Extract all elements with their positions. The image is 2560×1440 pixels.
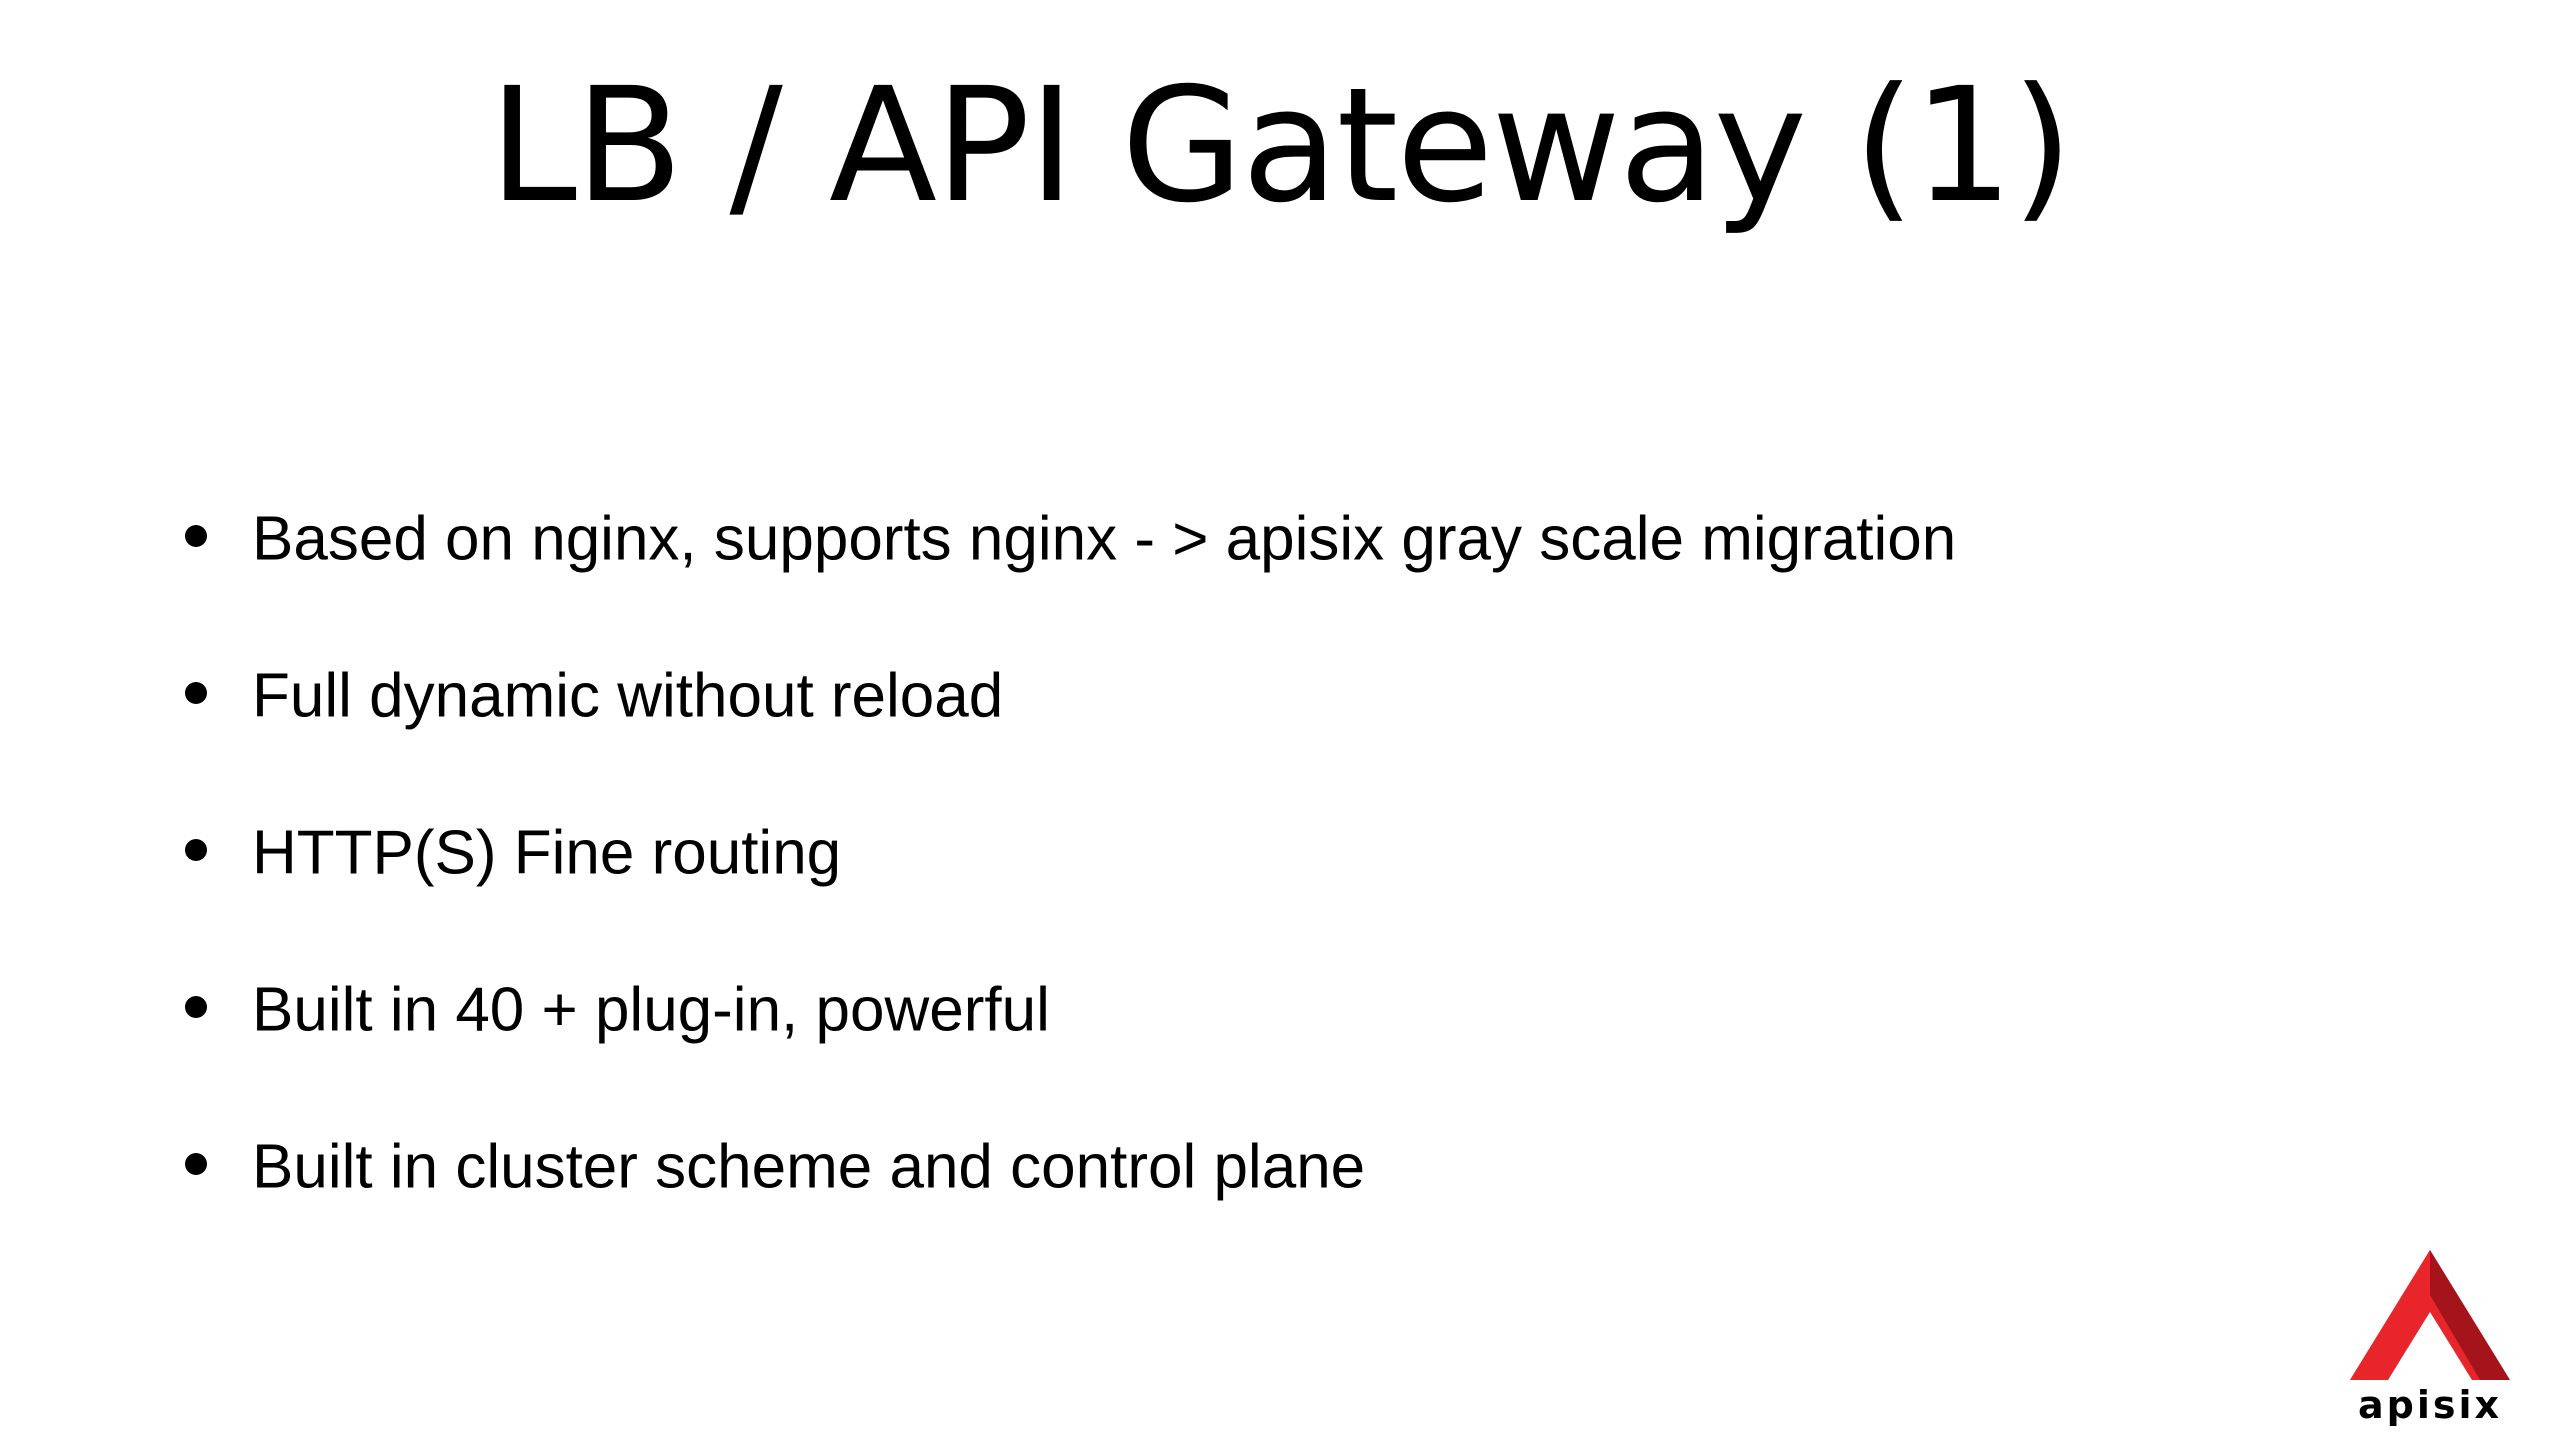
apisix-logo-icon xyxy=(2330,1240,2530,1430)
bullet-icon xyxy=(185,1152,207,1175)
bullet-icon xyxy=(185,681,207,704)
slide-title: LB / API Gateway (1) xyxy=(488,54,2073,238)
bullet-text: HTTP(S) Fine routing xyxy=(252,818,842,887)
apisix-triangle-icon xyxy=(2350,1250,2510,1380)
bullet-text: Based on nginx, supports nginx - > apisi… xyxy=(252,504,1957,573)
bullet-icon xyxy=(185,838,207,861)
bullet-icon xyxy=(185,524,207,547)
bullet-text: Built in cluster scheme and control plan… xyxy=(252,1132,1366,1201)
bullet-icon xyxy=(185,995,207,1018)
bullet-text: Built in 40 + plug-in, powerful xyxy=(252,975,1050,1044)
logo-text: apisix xyxy=(2357,1383,2503,1427)
bullet-text: Full dynamic without reload xyxy=(252,661,1004,730)
